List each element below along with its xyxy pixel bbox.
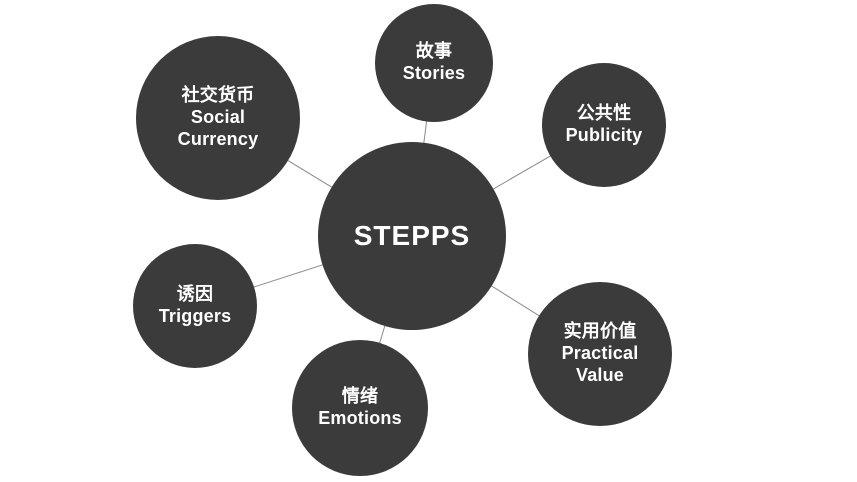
node-label-social-currency-line1: Social (190, 107, 246, 128)
node-label-emotions-line1: Emotions (318, 408, 402, 428)
node-label-triggers-line0: 诱因 (176, 284, 214, 305)
node-stepps: STEPPS (318, 142, 506, 330)
node-label-triggers-line1: Triggers (158, 306, 232, 326)
node-label-stories-line0: 故事 (415, 41, 453, 62)
node-label-stepps-line0: STEPPS (353, 219, 471, 251)
node-label-practical-value-line0: 实用价值 (563, 321, 637, 342)
node-label-practical-value-line2: Value (575, 364, 625, 385)
node-label-social-currency-line0: 社交货币 (181, 85, 255, 106)
node-label-emotions-line0: 情绪 (341, 386, 379, 407)
node-label-stories-line1: Stories (402, 63, 466, 83)
node-label-social-currency-line2: Currency (177, 128, 259, 149)
node-label-practical-value-line1: Practical (561, 343, 639, 364)
node-label-publicity-line1: Publicity (565, 125, 643, 145)
node-label-publicity-line0: 公共性 (576, 103, 632, 124)
